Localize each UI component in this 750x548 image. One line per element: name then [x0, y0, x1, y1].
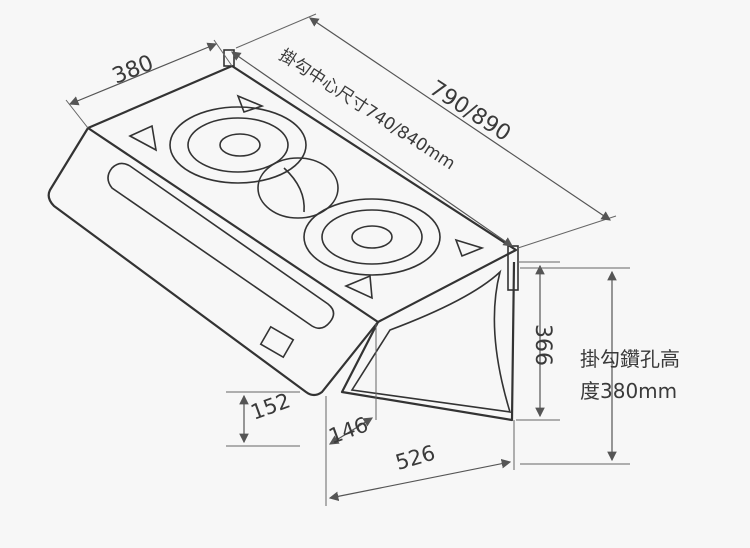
- front-depth-label: 146: [326, 412, 372, 448]
- left-fan-center: [219, 133, 261, 157]
- height-label: 366: [530, 324, 555, 366]
- front-height-label: 152: [248, 388, 294, 424]
- note-line-1: 掛勾鑽孔高: [580, 347, 680, 371]
- bottom-depth-label: 526: [393, 441, 438, 475]
- width-label: 790/890: [425, 76, 515, 147]
- note-line-2: 度380mm: [580, 379, 677, 403]
- exhaust-damper: [283, 167, 305, 213]
- side-face: [340, 261, 516, 422]
- exhaust-outlet: [257, 157, 339, 219]
- side-inner-cut: [350, 269, 512, 413]
- vent-triangle-2: [236, 94, 265, 114]
- depth-label: 380: [109, 51, 157, 90]
- vent-triangle-4: [454, 238, 485, 258]
- front-face: [47, 127, 379, 397]
- back-right-hook: [507, 245, 519, 291]
- right-fan-center: [351, 225, 393, 249]
- control-switch: [259, 325, 295, 359]
- hook-center-label: 掛勾中心尺寸740/840mm: [275, 45, 458, 174]
- right-fan-mid-ring: [321, 209, 423, 265]
- vent-triangle-3: [344, 274, 373, 300]
- vent-triangle-1: [128, 124, 158, 152]
- lamp-slot: [107, 162, 335, 330]
- dimension-lines: [65, 13, 630, 506]
